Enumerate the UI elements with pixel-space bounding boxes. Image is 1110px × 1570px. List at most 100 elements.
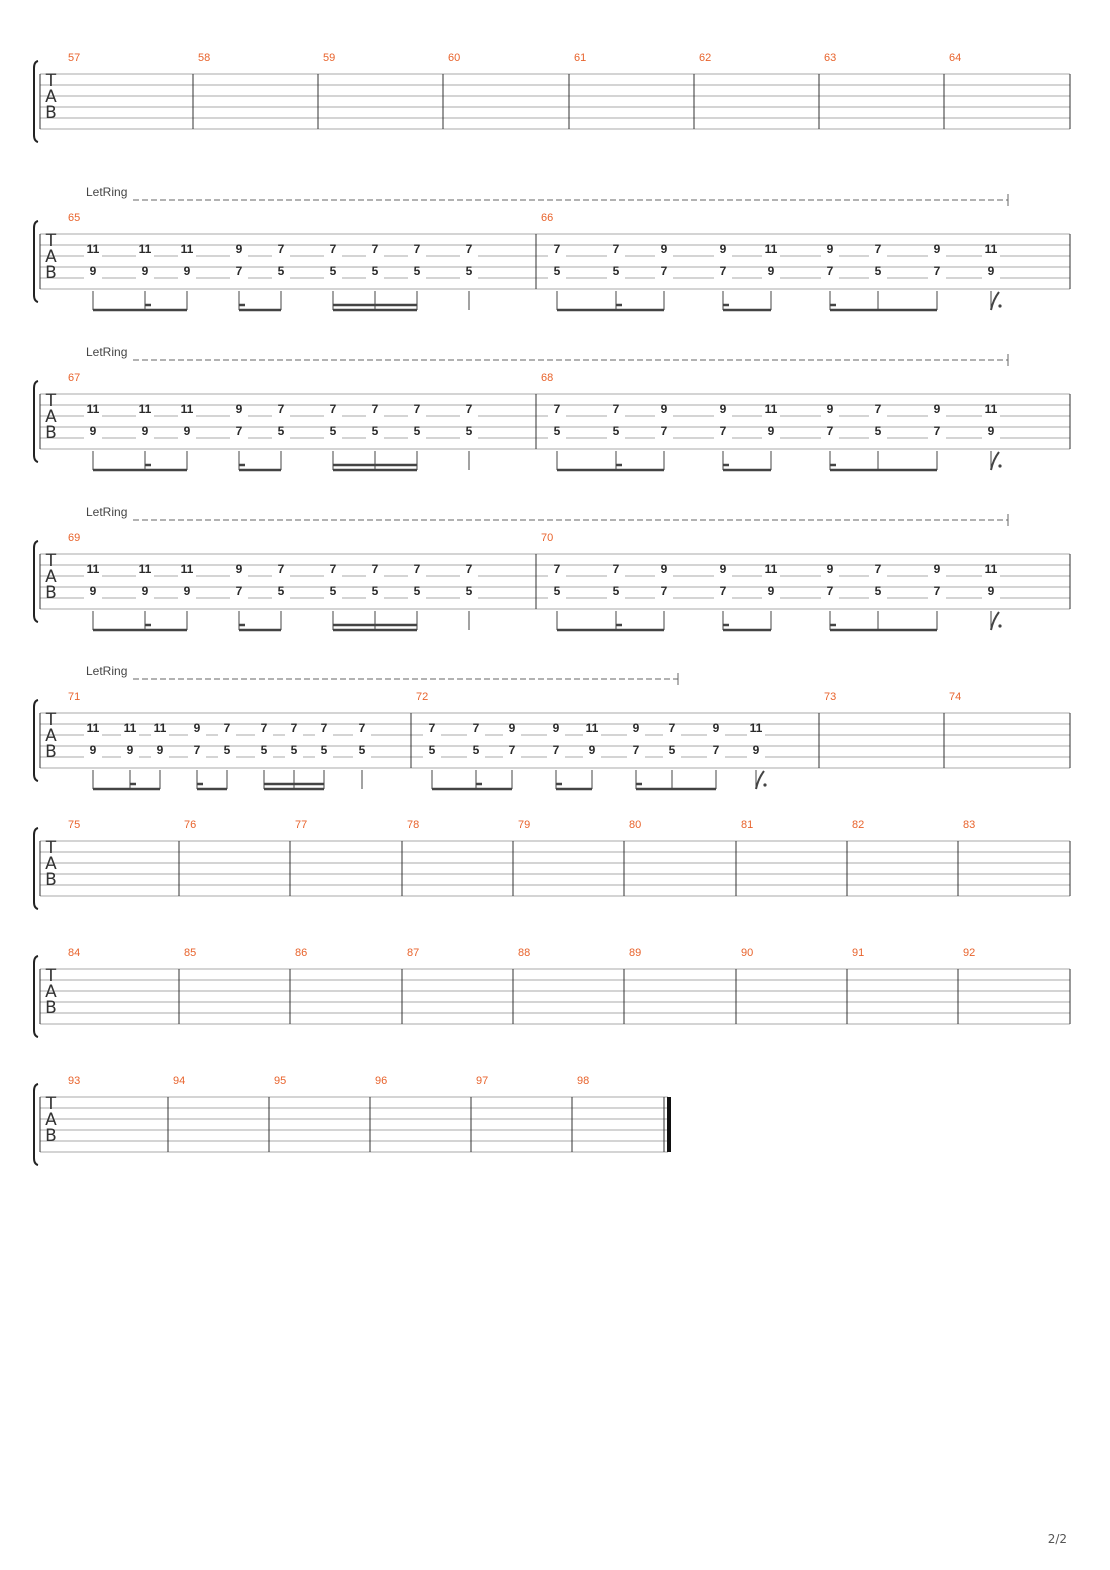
fret-mask <box>136 430 154 439</box>
fret-mask <box>928 430 946 439</box>
measure-number: 94 <box>173 1075 185 1087</box>
measure-number: 79 <box>518 819 530 831</box>
fret-mask <box>136 270 154 279</box>
fret-number: 11 <box>87 402 100 416</box>
fret-number: 5 <box>466 584 473 598</box>
fret-number: 9 <box>827 242 834 256</box>
fret-mask <box>324 248 342 257</box>
fret-mask <box>982 590 1000 599</box>
measure-number: 86 <box>295 947 307 959</box>
fret-mask <box>255 749 273 758</box>
fret-mask <box>627 727 645 736</box>
fret-mask <box>84 270 102 279</box>
measure-number: 95 <box>274 1075 286 1087</box>
fret-number: 7 <box>661 264 668 278</box>
fret-number: 5 <box>224 743 231 757</box>
fret-number: 7 <box>661 424 668 438</box>
tab-clef-letter: T <box>45 838 57 858</box>
system-bracket <box>33 955 39 1038</box>
fret-number: 7 <box>278 562 285 576</box>
fret-mask <box>151 749 169 758</box>
measure-number: 66 <box>541 212 553 224</box>
dotted-note <box>998 304 1002 308</box>
fret-mask <box>408 248 426 257</box>
fret-number: 7 <box>669 721 676 735</box>
measure-number: 59 <box>323 52 335 64</box>
fret-number: 11 <box>87 721 100 735</box>
fret-mask <box>663 727 681 736</box>
fret-number: 9 <box>934 562 941 576</box>
tab-clef-letter: T <box>45 1094 57 1114</box>
fret-mask <box>982 270 1000 279</box>
fret-mask <box>366 408 384 417</box>
fret-number: 5 <box>278 264 285 278</box>
fret-mask <box>408 430 426 439</box>
fret-number: 5 <box>875 264 882 278</box>
fret-mask <box>84 408 102 417</box>
fret-mask <box>230 430 248 439</box>
fret-number: 11 <box>765 242 778 256</box>
fret-mask <box>188 727 206 736</box>
fret-number: 11 <box>87 242 100 256</box>
fret-mask <box>655 408 673 417</box>
fret-mask <box>762 430 780 439</box>
let-ring-label: LetRing <box>86 345 127 359</box>
fret-number: 5 <box>875 424 882 438</box>
fret-number: 9 <box>661 242 668 256</box>
fret-number: 5 <box>613 424 620 438</box>
fret-number: 7 <box>827 424 834 438</box>
fret-mask <box>136 568 154 577</box>
fret-number: 7 <box>554 402 561 416</box>
fret-number: 9 <box>90 743 97 757</box>
fret-number: 11 <box>87 562 100 576</box>
tab-clef-letter: B <box>45 103 57 123</box>
fret-number: 9 <box>142 584 149 598</box>
fret-number: 9 <box>988 584 995 598</box>
tab-clef-letter: A <box>45 982 57 1002</box>
tab-clef-letter: A <box>45 854 57 874</box>
measure-number: 77 <box>295 819 307 831</box>
fret-mask <box>607 590 625 599</box>
fret-number: 5 <box>429 743 436 757</box>
fret-number: 9 <box>127 743 134 757</box>
fret-mask <box>982 408 1000 417</box>
fret-number: 11 <box>181 242 194 256</box>
tab-clef-letter: A <box>45 87 57 107</box>
fret-number: 11 <box>181 562 194 576</box>
fret-mask <box>218 727 236 736</box>
fret-number: 9 <box>90 584 97 598</box>
fret-number: 5 <box>554 584 561 598</box>
fret-mask <box>928 248 946 257</box>
fret-number: 11 <box>181 402 194 416</box>
fret-number: 7 <box>359 721 366 735</box>
measure-number: 98 <box>577 1075 589 1087</box>
tab-clef-letter: A <box>45 247 57 267</box>
measure-number: 88 <box>518 947 530 959</box>
fret-number: 7 <box>278 402 285 416</box>
fret-number: 5 <box>414 264 421 278</box>
fret-mask <box>982 430 1000 439</box>
fret-number: 7 <box>934 424 941 438</box>
fret-number: 11 <box>124 721 137 735</box>
system-bracket <box>33 220 39 303</box>
fret-mask <box>714 248 732 257</box>
measure-number: 76 <box>184 819 196 831</box>
measure-number: 60 <box>448 52 460 64</box>
fret-number: 7 <box>330 242 337 256</box>
fret-mask <box>178 590 196 599</box>
fret-number: 7 <box>466 562 473 576</box>
fret-mask <box>714 270 732 279</box>
fret-mask <box>84 749 102 758</box>
fret-number: 9 <box>720 402 727 416</box>
fret-mask <box>272 590 290 599</box>
fret-number: 5 <box>414 424 421 438</box>
fret-number: 7 <box>827 584 834 598</box>
tab-clef-letter: A <box>45 407 57 427</box>
fret-number: 7 <box>261 721 268 735</box>
fret-mask <box>178 270 196 279</box>
fret-mask <box>548 590 566 599</box>
fret-mask <box>762 568 780 577</box>
tab-clef-letter: B <box>45 263 57 283</box>
fret-mask <box>607 248 625 257</box>
fret-mask <box>869 248 887 257</box>
